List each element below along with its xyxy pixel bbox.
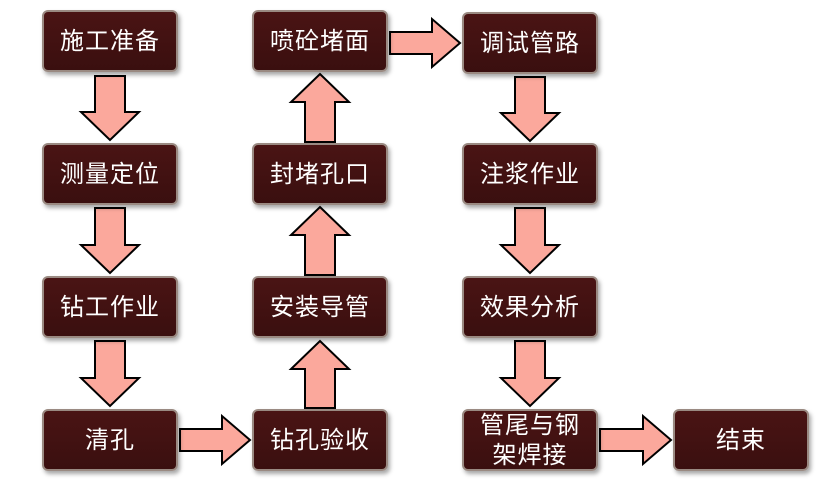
node-inspect: 钻孔验收 bbox=[252, 409, 388, 471]
node-analysis: 效果分析 bbox=[462, 276, 598, 338]
arrow-drill-to-clean bbox=[78, 340, 142, 408]
arrow-analysis-to-weld bbox=[498, 340, 562, 408]
node-drill: 钻工作业 bbox=[42, 276, 178, 338]
arrow-install-to-seal bbox=[288, 205, 352, 276]
node-clean: 清孔 bbox=[42, 409, 178, 471]
arrow-seal-to-spray bbox=[288, 72, 352, 143]
node-end: 结束 bbox=[673, 409, 809, 471]
node-survey: 测量定位 bbox=[42, 143, 178, 205]
arrow-weld-to-end bbox=[599, 413, 673, 467]
node-prep: 施工准备 bbox=[42, 10, 178, 72]
arrow-spray-to-debug bbox=[389, 16, 462, 70]
arrow-clean-to-inspect bbox=[179, 413, 252, 467]
arrow-inspect-to-install bbox=[288, 339, 352, 409]
arrow-grout-to-analysis bbox=[498, 207, 562, 275]
node-seal-hole: 封堵孔口 bbox=[252, 143, 388, 205]
arrow-survey-to-drill bbox=[78, 207, 142, 275]
node-debug: 调试管路 bbox=[462, 12, 598, 74]
node-grout: 注浆作业 bbox=[462, 143, 598, 205]
node-spray: 喷砼堵面 bbox=[252, 10, 388, 72]
arrow-prep-to-survey bbox=[78, 75, 142, 142]
node-install: 安装导管 bbox=[252, 276, 388, 338]
node-weld: 管尾与钢 架焊接 bbox=[462, 409, 598, 471]
arrow-debug-to-grout bbox=[498, 76, 562, 143]
